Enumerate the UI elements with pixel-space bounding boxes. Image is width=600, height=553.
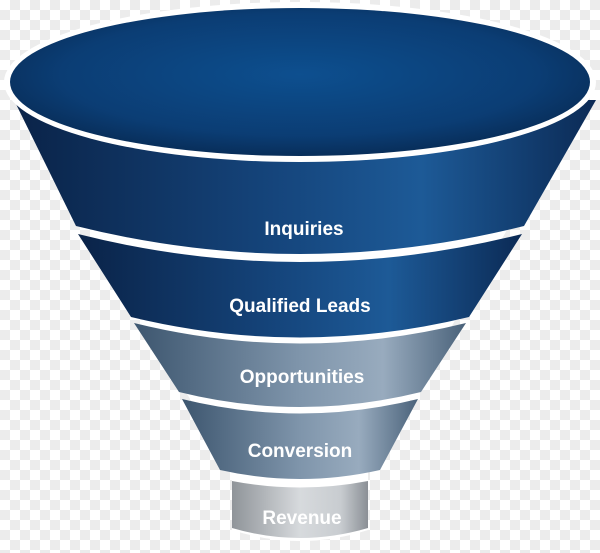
funnel-top-opening [10,8,590,156]
funnel-band-opportunities [134,323,466,407]
stage-label-inquiries: Inquiries [264,219,343,240]
stage-label-conversion: Conversion [248,441,353,462]
funnel-band-conversion [182,399,418,479]
stage-label-revenue: Revenue [262,508,341,529]
stage-label-qualified-leads: Qualified Leads [229,296,370,317]
stage-label-opportunities: Opportunities [240,367,365,388]
funnel-band-qualified-leads [78,234,522,338]
funnel-band-revenue [232,481,368,538]
